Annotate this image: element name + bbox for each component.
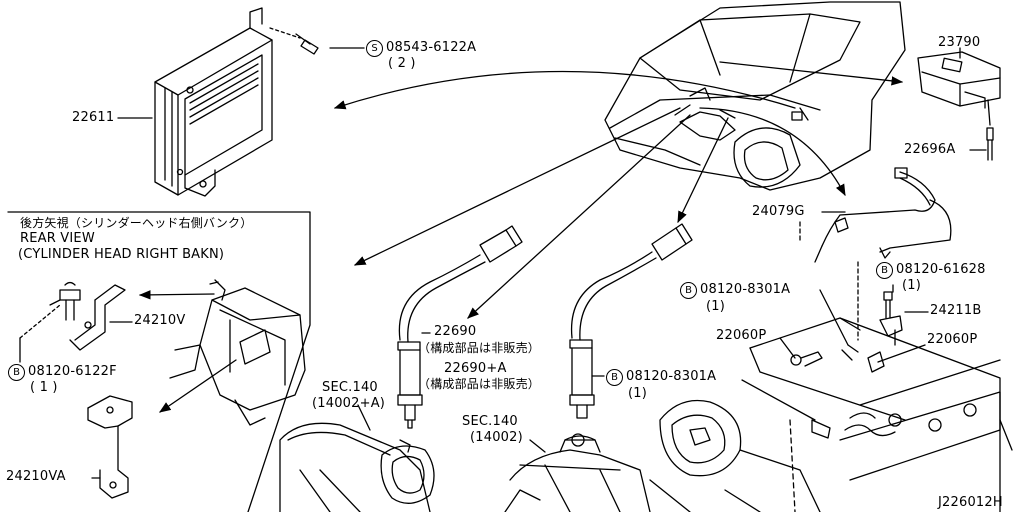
rear-view-panel [7, 211, 311, 512]
label-24079G: 24079G [752, 204, 805, 219]
arrow-to-24210V [138, 290, 215, 300]
arrow-to-22690A [677, 117, 729, 224]
exhaust-manifold-b [504, 433, 651, 512]
label-08120-8301A-lower: 08120-8301A [626, 369, 717, 384]
label-22611: 22611 [72, 110, 115, 125]
rear-view-title: REAR VIEW [20, 231, 95, 246]
label-22060P-left: 22060P [716, 328, 767, 343]
vehicle-outline [604, 1, 906, 191]
arrow-to-23790 [719, 61, 904, 86]
diagram-id-code: J226012H [938, 495, 1003, 510]
leader-22060P-left [779, 337, 796, 359]
bolt-08543-drawing [269, 27, 319, 55]
engine-block-right [649, 317, 1013, 512]
symbol-b-8301A-upper: B [680, 282, 697, 299]
label-sec140-b-ref: (14002) [470, 430, 523, 445]
label-24210VA: 24210VA [6, 469, 66, 484]
bolt-61628-drawing [883, 291, 893, 319]
leader-sec140-b [529, 439, 546, 453]
label-22690A-note: （構成部品は非販売） [418, 377, 541, 391]
symbol-b-8301A-lower: B [606, 369, 623, 386]
label-22696A: 22696A [904, 142, 956, 157]
label-24210V: 24210V [134, 313, 186, 328]
label-sec140-b: SEC.140 [462, 414, 518, 429]
cylinder-head-rear-drawing [169, 279, 306, 426]
label-22690A: 22690+A [444, 361, 507, 376]
symbol-b-6122F: B [8, 364, 25, 381]
o2-sensor-22690-drawing [397, 225, 523, 429]
bracket-24211B-drawing [879, 315, 903, 346]
harness-24079G-drawing [799, 167, 952, 341]
label-08120-61628-qty: (1) [902, 278, 922, 293]
arrow-to-ecm [333, 70, 796, 110]
symbol-b-61628: B [876, 262, 893, 279]
label-08120-6122F: 08120-6122F [28, 364, 117, 379]
leader-sec140-a [357, 404, 371, 431]
label-22690-note: （構成部品は非販売） [418, 341, 541, 355]
label-08120-8301A-upper-qty: (1) [706, 299, 726, 314]
bracket-24210VA-drawing [87, 395, 133, 499]
arrow-to-rear-view [353, 107, 681, 266]
sensor-22060P-left-drawing [790, 351, 823, 367]
rear-view-title-jp: 後方矢視（シリンダーヘッド右側バンク） [20, 216, 253, 230]
leader-8301A-upper [819, 289, 849, 346]
label-08543-6122A: 08543-6122A [386, 40, 477, 55]
arrow-to-22690 [467, 114, 691, 319]
label-08120-8301A-upper: 08120-8301A [700, 282, 791, 297]
label-08120-8301A-lower-qty: (1) [628, 386, 648, 401]
o2-sensor-22690A-drawing [569, 223, 693, 419]
ecm-module-drawing [154, 7, 273, 197]
leader-22060P-right [877, 344, 926, 363]
label-24211B: 24211B [930, 303, 982, 318]
leader-8301A-lower [741, 379, 816, 421]
module-23790-drawing [917, 51, 1001, 161]
label-08120-61628: 08120-61628 [896, 262, 986, 277]
arrow-to-24210VA [159, 359, 237, 413]
bracket-24210V-drawing [59, 281, 126, 351]
label-sec140-a: SEC.140 [322, 380, 378, 395]
label-08120-6122F-qty: ( 1 ) [30, 380, 58, 395]
exhaust-manifold-a [279, 404, 435, 512]
label-23790: 23790 [938, 35, 981, 50]
label-08543-qty: ( 2 ) [388, 56, 416, 71]
label-22690: 22690 [434, 324, 477, 339]
label-22060P-right: 22060P [927, 332, 978, 347]
arrow-to-24079G [699, 107, 846, 197]
leader-08120-6122F [49, 299, 61, 306]
sensor-22060P-right-drawing [867, 351, 885, 373]
label-sec140-a-ref: (14002+A) [312, 396, 386, 411]
symbol-s: S [366, 40, 383, 57]
rear-view-subtitle: (CYLINDER HEAD RIGHT BAKN) [18, 247, 225, 262]
